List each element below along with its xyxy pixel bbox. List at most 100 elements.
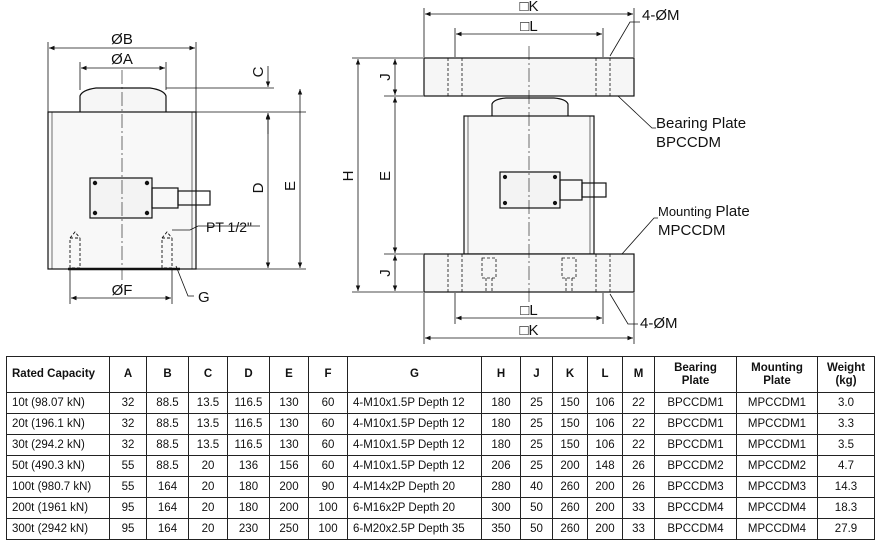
dim-label-a: ØA [111, 51, 133, 68]
dim-label-k-top: □K [519, 0, 538, 15]
table-cell: 88.5 [146, 413, 189, 435]
table-cell: 200 [269, 497, 309, 519]
table-cell: 88.5 [146, 455, 189, 477]
thread-label: PT 1/2" [206, 219, 252, 235]
table-cell: BPCCDM1 [654, 392, 737, 414]
table-cell: 30t (294.2 kN) [6, 434, 110, 456]
table-cell: 156 [269, 455, 309, 477]
column-header: G [347, 356, 482, 393]
table-cell: 180 [481, 434, 521, 456]
column-header: J [520, 356, 553, 393]
table-cell: 60 [308, 434, 348, 456]
column-header: Rated Capacity [6, 356, 110, 393]
table-cell: 6-M16x2P Depth 20 [347, 497, 482, 519]
table-cell: 130 [269, 434, 309, 456]
table-cell: 200 [587, 476, 623, 498]
table-cell: 95 [109, 518, 147, 540]
table-cell: 180 [481, 392, 521, 414]
table-cell: 206 [481, 455, 521, 477]
dim-label-g: G [198, 289, 210, 306]
table-cell: 40 [520, 476, 553, 498]
dim-label-l-bottom: □L [520, 302, 537, 319]
column-header: C [188, 356, 228, 393]
table-cell: 148 [587, 455, 623, 477]
table-cell: 116.5 [227, 434, 270, 456]
dim-label-c: C [250, 66, 267, 77]
dim-label-e-left: E [282, 181, 299, 191]
table-cell: 50 [520, 518, 553, 540]
table-cell: 180 [227, 497, 270, 519]
table-cell: 25 [520, 413, 553, 435]
table-cell: 200t (1961 kN) [6, 497, 110, 519]
table-cell: 280 [481, 476, 521, 498]
table-cell: 100t (980.7 kN) [6, 476, 110, 498]
table-cell: 25 [520, 392, 553, 414]
table-cell: 14.3 [817, 476, 875, 498]
dim-label-h: H [340, 171, 357, 182]
table-cell: 88.5 [146, 392, 189, 414]
table-cell: BPCCDM3 [654, 476, 737, 498]
table-cell: 4-M10x1.5P Depth 12 [347, 413, 482, 435]
table-cell: 150 [552, 434, 588, 456]
dim-label-k-bottom: □K [519, 322, 538, 339]
table-cell: 60 [308, 413, 348, 435]
table-cell: 26 [622, 476, 655, 498]
table-cell: 32 [109, 392, 147, 414]
assembly-front-view [423, 46, 635, 304]
connector-box [89, 177, 153, 219]
table-cell: BPCCDM4 [654, 497, 737, 519]
technical-drawing: ØB ØA C D E PT 1/2" ØF G [47, 0, 750, 344]
table-cell: 60 [308, 392, 348, 414]
dim-label-j-bottom: J [377, 269, 394, 277]
table-cell: 300 [481, 497, 521, 519]
table-cell: 6-M20x2.5P Depth 35 [347, 518, 482, 540]
table-cell: 130 [269, 392, 309, 414]
table-cell: 33 [622, 497, 655, 519]
dim-label-j-top: J [377, 73, 394, 81]
table-cell: 180 [227, 476, 270, 498]
table-cell: 100 [308, 518, 348, 540]
dim-label-d: D [250, 182, 267, 193]
table-cell: 106 [587, 434, 623, 456]
table-cell: 55 [109, 476, 147, 498]
table-cell: 20 [188, 455, 228, 477]
table-cell: 4-M10x1.5P Depth 12 [347, 434, 482, 456]
table-cell: 116.5 [227, 413, 270, 435]
table-cell: 200 [587, 518, 623, 540]
table-cell: 180 [481, 413, 521, 435]
holes-label-bottom: 4-ØM [640, 315, 678, 332]
table-cell: 300t (2942 kN) [6, 518, 110, 540]
table-cell: MPCCDM1 [736, 413, 818, 435]
table-cell: 200 [552, 455, 588, 477]
table-cell: 130 [269, 413, 309, 435]
table-cell: 164 [146, 476, 189, 498]
table-cell: 25 [520, 434, 553, 456]
table-cell: 150 [552, 392, 588, 414]
table-cell: 350 [481, 518, 521, 540]
column-header: H [481, 356, 521, 393]
table-cell: BPCCDM4 [654, 518, 737, 540]
table-cell: 88.5 [146, 434, 189, 456]
table-cell: 60 [308, 455, 348, 477]
table-cell: 27.9 [817, 518, 875, 540]
load-button [79, 87, 167, 112]
table-cell: 230 [227, 518, 270, 540]
column-header: L [587, 356, 623, 393]
table-cell: 95 [109, 497, 147, 519]
table-cell: 260 [552, 518, 588, 540]
column-header: M [622, 356, 655, 393]
table-cell: MPCCDM2 [736, 455, 818, 477]
table-cell: 3.3 [817, 413, 875, 435]
table-cell: 20 [188, 518, 228, 540]
